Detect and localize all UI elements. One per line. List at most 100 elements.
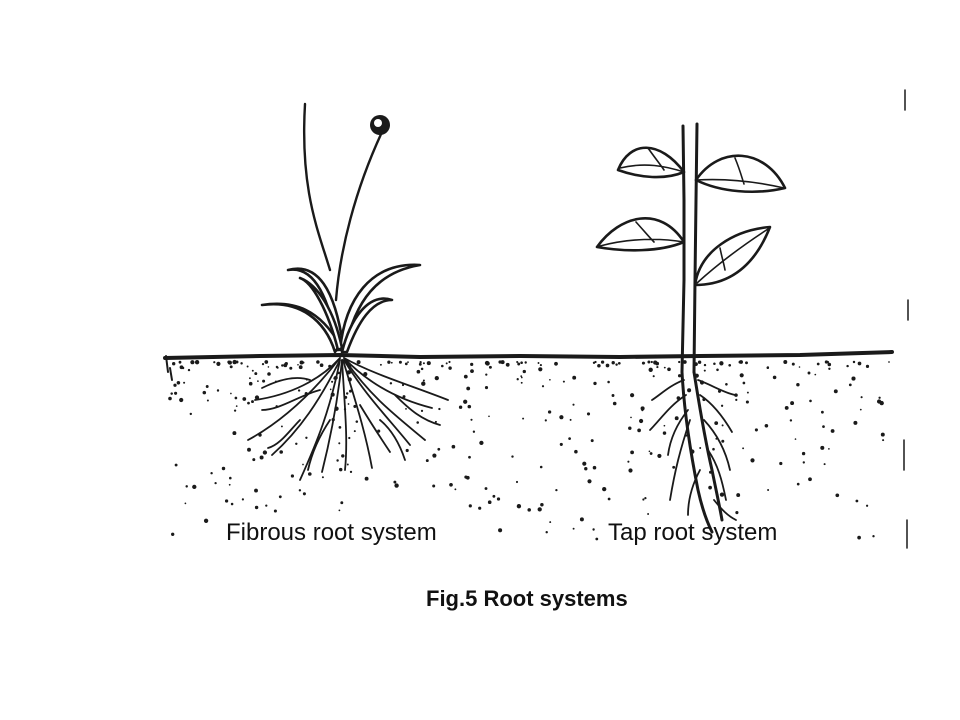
soil-speck [356,360,361,365]
soil-speck [595,537,599,541]
soil-speck [587,479,592,484]
soil-speck [796,482,800,486]
soil-speck [168,396,172,401]
soil-speck [261,363,265,366]
soil-speck [259,455,264,460]
soil-speck [172,362,176,366]
soil-speck [602,486,607,492]
soil-speck [377,429,381,433]
soil-speck [656,366,659,369]
leaf [693,225,772,287]
soil-speck [387,360,391,364]
stem [680,124,686,374]
soil-speck [794,438,797,440]
soil-speck [316,360,320,364]
soil-speck [767,489,770,491]
soil-speck [448,366,452,370]
soil-speck [252,458,256,462]
soil-speck [445,362,448,365]
soil-speck [607,497,611,501]
soil-speck [611,361,615,365]
soil-speck [229,476,232,480]
soil-speck [593,381,597,386]
soil-speck [248,381,253,386]
leaf-vein [599,221,685,247]
soil-speck [297,363,299,366]
soil-speck [441,364,444,368]
soil-speck [234,396,238,400]
soil-speck [882,439,885,442]
soil-speck [647,513,650,515]
leaf-vein [695,157,785,189]
frame-edge-right [903,89,909,549]
soil-speck [421,381,426,386]
soil-speck [559,415,564,420]
soil-speck [888,361,890,363]
soil-speck [496,497,501,501]
soil-speck [229,365,233,369]
soil-speck [549,378,551,381]
soil-speck [210,472,213,475]
soil-speck [174,463,178,467]
soil-speck [338,442,341,445]
soil-speck [242,397,247,401]
soil-speck [549,521,552,524]
soil-speck [822,425,825,428]
soil-speck [739,360,743,364]
soil-speck [725,383,728,386]
soil-speck [824,360,829,364]
soil-speck [569,418,572,421]
soil-speck [216,361,221,366]
soil-speck [308,472,312,476]
soil-speck [628,426,632,430]
flower-head-highlight [374,119,382,127]
soil-speck [184,502,187,505]
soil-speck [559,442,563,446]
soil-speck [572,527,575,530]
soil-speck [432,484,436,488]
soil-speck [835,493,840,498]
soil-speck [742,447,745,450]
soil-speck [798,366,801,368]
soil-speck [251,400,254,404]
soil-speck [650,360,653,364]
soil-speck [628,468,633,473]
soil-speck [537,507,542,512]
soil-speck [485,373,488,376]
soil-speck [484,386,489,390]
soil-speck [420,409,424,413]
soil-speck [716,368,719,372]
soil-speck [828,448,830,450]
soil-speck [520,381,523,384]
soil-surface-line [163,350,894,360]
soil-speck [816,362,820,366]
soil-speck [643,362,646,364]
soil-speck [251,369,254,372]
soil-speck [830,429,835,433]
soil-speck [280,425,283,428]
soil-speck [273,509,277,513]
soil-speck [720,404,724,407]
soil-speck [416,421,419,424]
soil-speck [305,436,308,439]
soil-speck [484,360,490,366]
soil-speck [522,417,525,420]
soil-speck [582,461,587,466]
soil-speck [449,482,453,487]
soil-speck [735,398,738,402]
soil-speck [353,430,356,433]
soil-speck [572,375,577,380]
soil-speck [745,361,748,365]
soil-speck [416,369,421,374]
soil-speck [719,361,724,366]
soil-speck [206,399,209,402]
soil-speck [872,535,875,538]
soil-speck [630,450,634,455]
soil-speck [540,503,544,507]
soil-speck [538,367,543,372]
soil-speck [488,415,490,418]
soil-speck [677,374,682,378]
soil-speck [524,361,527,364]
fibrous-root-system-label: Fibrous root system [226,519,437,546]
soil-speck [754,428,758,432]
